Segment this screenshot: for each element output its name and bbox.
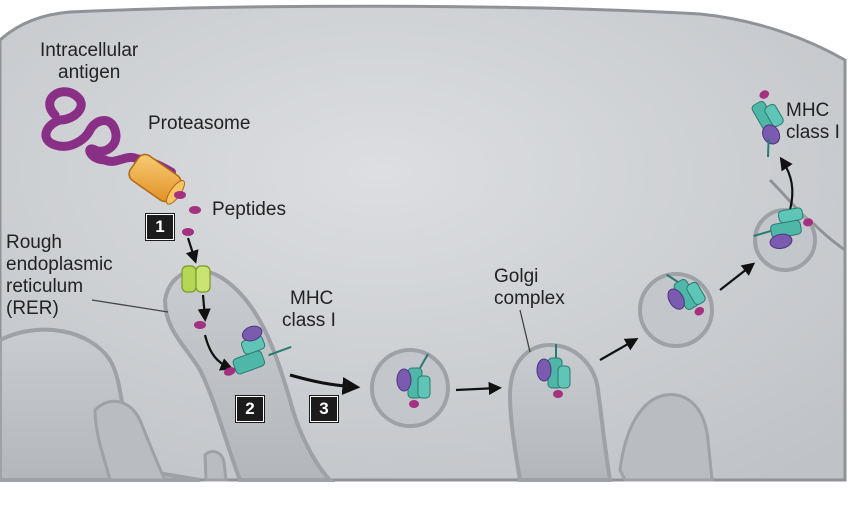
golgi-complex — [507, 342, 714, 482]
label-line: MHC — [786, 100, 830, 121]
mhc-class-i-in-secretory-vesicle — [666, 273, 706, 316]
label-line: antigen — [58, 62, 121, 83]
step-marker-1: 1 — [146, 214, 174, 240]
proteasome-molecule — [128, 153, 185, 205]
label-line: Golgi — [494, 266, 539, 287]
mhc-class-i-fusing — [753, 207, 814, 249]
label-proteasome: Proteasome — [148, 113, 251, 134]
label-line: endoplasmic — [6, 254, 113, 275]
label-line: (RER) — [6, 298, 59, 319]
label-peptides: Peptides — [212, 199, 286, 220]
label-intracellular-antigen: Intracellular antigen — [40, 40, 138, 84]
label-line: complex — [494, 288, 565, 309]
step-marker-2: 2 — [236, 396, 264, 422]
peptides — [174, 191, 206, 329]
mhc-class-i-in-golgi — [536, 344, 571, 398]
mhc-class-i-surface — [751, 90, 784, 158]
plasma-membrane-fusion-site — [768, 178, 846, 252]
label-line: class I — [786, 122, 840, 143]
mhc-class-i-in-vesicle — [396, 353, 431, 408]
label-mhc-class-i-surface: MHC class I — [786, 100, 840, 144]
rough-er — [0, 268, 335, 482]
label-line: Intracellular — [40, 40, 139, 61]
label-golgi-complex: Golgi complex — [494, 266, 565, 310]
label-line: reticulum — [6, 276, 84, 297]
label-mhc-class-i-er: MHC class I — [282, 288, 336, 332]
label-line: class I — [282, 310, 336, 331]
mhc-class-i-in-er — [223, 325, 292, 376]
leader-lines — [91, 299, 531, 353]
step-marker-3: 3 — [310, 396, 338, 422]
tap-transporter — [181, 265, 211, 293]
label-line: MHC — [290, 288, 334, 309]
label-line: Rough — [6, 232, 62, 253]
process-arrows — [185, 156, 794, 396]
label-rer: Rough endoplasmic reticulum (RER) — [6, 232, 113, 320]
